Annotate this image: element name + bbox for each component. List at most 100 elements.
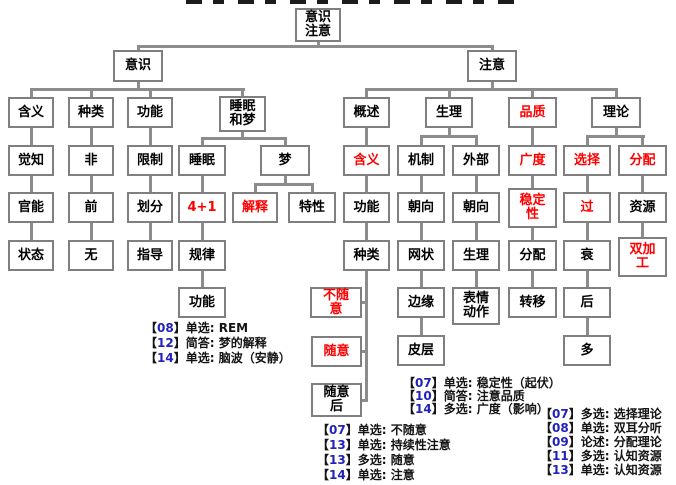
node-label: 睡眠 (188, 152, 215, 168)
connector-line (149, 128, 152, 145)
node-suiyihou: 随意后 (311, 383, 362, 417)
connector-line (491, 45, 494, 51)
node-label: 意 (329, 301, 343, 317)
node-shengli: 生理 (425, 97, 473, 128)
node-shengli-b: 生理 (452, 240, 500, 271)
node-label: 稳定 (519, 193, 546, 208)
node-label: 边缘 (407, 294, 434, 310)
node-label: 分配 (519, 247, 546, 263)
node-shuangjiagong: 双加工 (618, 237, 667, 277)
node-wu: 无 (68, 240, 114, 271)
note-text: 】 (568, 449, 581, 463)
connector-line (30, 176, 33, 192)
node-chaoxiang-b: 朝向 (452, 192, 500, 223)
connector-line (448, 88, 451, 97)
node-guangdu: 广度 (508, 145, 557, 176)
exam-note: 【07】单选: 稳定性（起伏） (403, 377, 561, 390)
note-text: 单选: 双耳分听 (580, 421, 662, 435)
node-label: 状态 (17, 247, 44, 263)
node-zhuanyi: 转移 (508, 287, 557, 318)
node-huafen: 划分 (127, 192, 173, 223)
node-label: 划分 (136, 199, 163, 215)
connector-line (365, 223, 368, 240)
node-chaoxiang-a: 朝向 (397, 192, 445, 223)
note-text: 】 (431, 389, 444, 403)
connector-line (241, 137, 287, 140)
node-guanneng: 官能 (8, 192, 54, 223)
note-text: 多选: 随意 (357, 453, 415, 467)
note-year-number: 07 (329, 423, 346, 437)
node-label: 概述 (353, 104, 380, 120)
exam-note: 【11】多选: 认知资源 (540, 450, 662, 463)
note-text: 【 (145, 351, 158, 365)
node-label: 4+1 (187, 199, 217, 215)
node-waibu: 外部 (452, 145, 500, 176)
note-year-number: 11 (552, 449, 569, 463)
note-year-number: 14 (415, 402, 432, 416)
note-text: 【 (540, 421, 553, 435)
note-text: 】 (568, 435, 581, 449)
connector-line (284, 183, 314, 186)
connector-line (586, 135, 618, 138)
connector-line (475, 176, 478, 192)
note-text: 】 (345, 423, 358, 437)
node-biaoqingdongzuo: 表情动作 (452, 287, 500, 325)
connector-line (365, 88, 368, 97)
node-zhidao: 指导 (127, 240, 173, 271)
node-label: 分配 (629, 152, 656, 168)
node-zhuangtai: 状态 (8, 240, 54, 271)
connector-line (615, 88, 618, 97)
note-year-number: 08 (552, 421, 569, 435)
node-label: 朝向 (407, 199, 434, 215)
note-text: 【 (317, 423, 330, 437)
node-xuanze: 选择 (563, 145, 611, 176)
note-text: 单选: 脑波（安静） (185, 351, 291, 365)
node-guo: 过 (563, 192, 611, 223)
node-l-zhonglei: 种类 (68, 97, 114, 128)
connector-line (531, 128, 534, 145)
node-label: 无 (84, 247, 98, 263)
connector-line (284, 137, 287, 145)
note-year-number: 07 (415, 376, 432, 390)
connector-line (531, 88, 534, 97)
note-text: 】 (173, 321, 186, 335)
exam-note: 【13】多选: 随意 (317, 454, 415, 467)
node-l-hanyi: 含义 (8, 97, 54, 128)
connector-line (149, 88, 152, 97)
connector-line (201, 271, 204, 287)
node-label: 功能 (136, 104, 163, 120)
node-r-gongneng: 功能 (343, 192, 390, 223)
node-fei: 非 (68, 145, 114, 176)
note-text: 论述: 分配理论 (580, 435, 662, 449)
exam-note: 【07】单选: 不随意 (317, 424, 427, 437)
node-label: 含义 (353, 152, 380, 168)
note-text: 】 (568, 407, 581, 421)
connector-line (365, 271, 368, 402)
connector-line (254, 183, 287, 186)
connector-line (531, 176, 534, 188)
connector-line (254, 183, 257, 193)
connector-line (362, 399, 368, 402)
node-l-gongneng: 功能 (127, 97, 173, 128)
node-label: 广度 (519, 152, 546, 168)
node-label: 多 (580, 342, 594, 358)
connector-line (448, 88, 494, 91)
note-text: 多选: 广度（影响） (443, 402, 549, 416)
node-label: 梦 (278, 152, 292, 168)
node-wendingxing: 稳定性 (508, 188, 557, 228)
node-jizhi: 机制 (397, 145, 445, 176)
connector-line (90, 88, 93, 97)
node-juezhi: 觉知 (8, 145, 54, 176)
connector-line (531, 271, 534, 287)
connector-line (420, 318, 423, 335)
node-label: 双加 (629, 242, 656, 257)
node-pinzhi: 品质 (508, 97, 557, 128)
node-label: 表情 (462, 291, 489, 306)
note-text: 单选: 认知资源 (580, 463, 662, 477)
node-label: 网状 (407, 247, 434, 263)
note-text: 【 (403, 376, 416, 390)
node-label: 理论 (602, 104, 629, 120)
exam-note: 【10】简答: 注意品质 (403, 390, 525, 403)
node-label: 外部 (462, 152, 489, 168)
